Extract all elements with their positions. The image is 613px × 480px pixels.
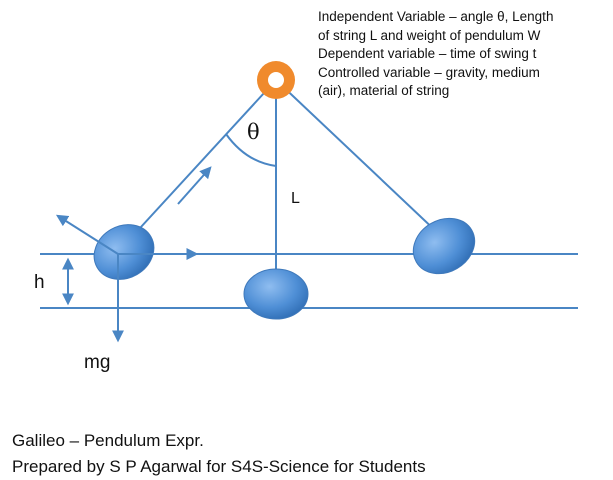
footer-title: Galileo – Pendulum Expr. (12, 431, 204, 450)
bob-right (412, 217, 476, 275)
weight-force-label: mg (84, 352, 111, 373)
string-left (117, 79, 277, 253)
perpendicular-arrow (55, 214, 119, 255)
variables-note: Independent Variable – angle θ, Length o… (318, 8, 608, 101)
pivot-ring-hole (268, 72, 284, 88)
height-label: h (34, 272, 45, 293)
theta-arc (225, 133, 277, 167)
note-line: (air), material of string (318, 83, 450, 98)
note-line: Dependent variable – time of swing t (318, 46, 537, 61)
bob-center (243, 268, 309, 320)
tangent-arrow (177, 166, 212, 205)
note-line: Independent Variable – angle θ, Length (318, 9, 554, 24)
footer-credit: Prepared by S P Agarwal for S4S-Science … (12, 457, 426, 476)
length-label: L (291, 190, 300, 207)
string-right (275, 79, 459, 253)
bob-left (93, 224, 155, 280)
note-line: of string L and weight of pendulum W (318, 27, 541, 43)
note-line: Controlled variable – gravity, medium (318, 64, 540, 80)
theta-label: θ (247, 120, 260, 144)
footer: Galileo – Pendulum Expr. Prepared by S P… (12, 428, 426, 480)
